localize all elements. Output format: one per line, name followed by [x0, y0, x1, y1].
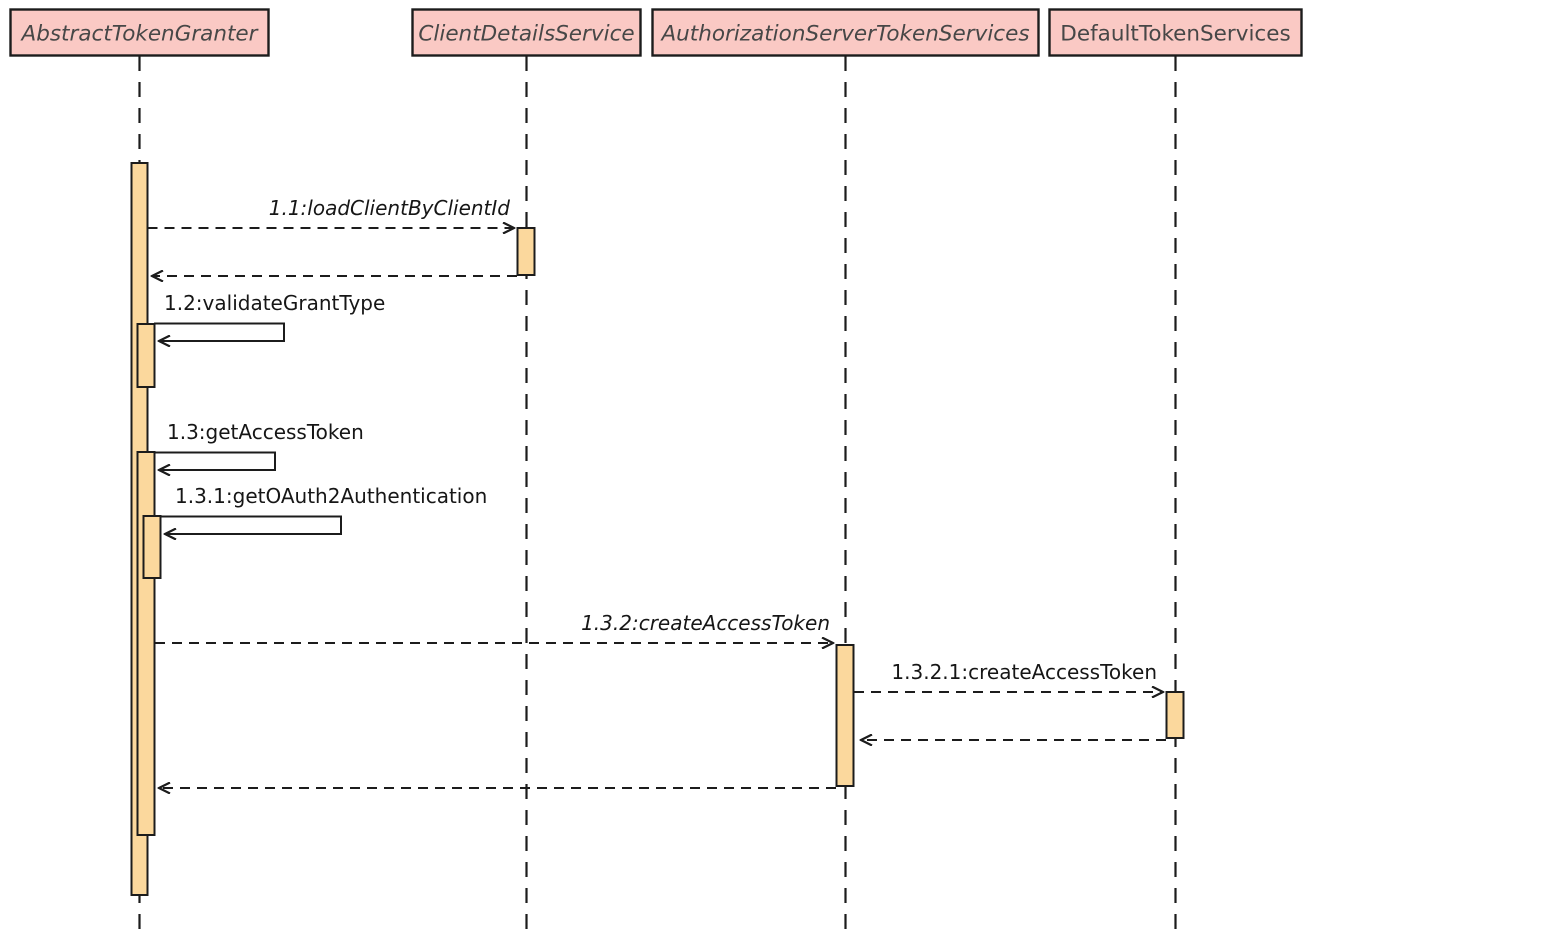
message-label-1-3-2: 1.3.2:createAccessToken: [581, 611, 830, 635]
message-label-1-2: 1.2:validateGrantType: [164, 291, 385, 315]
activation-bar-1-2: [136, 323, 156, 388]
participant-label-clientdetailsservice: ClientDetailsService: [418, 22, 634, 47]
self-call-arrow-1-3: [154, 451, 276, 471]
self-call-arrow-1-2: [154, 322, 285, 342]
participant-label-authorizationservertokenservices: AuthorizationServerTokenServices: [659, 22, 1029, 47]
activation-bar-defaulttokenservices: [1165, 691, 1185, 739]
message-label-1-1: 1.1:loadClientByClientId: [269, 196, 511, 220]
activation-bar-1-3-1: [142, 515, 162, 579]
activation-bar-authorizationservertokenservices: [835, 644, 855, 787]
message-label-1-3-2-1: 1.3.2.1:createAccessToken: [891, 660, 1157, 684]
participant-box-clientdetailsservice: [411, 8, 642, 57]
message-label-1-3: 1.3:getAccessToken: [167, 420, 364, 444]
self-call-arrow-1-3-1: [160, 515, 342, 535]
participant-label-defaulttokenservices: DefaultTokenServices: [1060, 22, 1290, 47]
participant-box-defaulttokenservices: [1048, 8, 1303, 57]
message-label-1-3-1: 1.3.1:getOAuth2Authentication: [175, 484, 487, 508]
participant-box-abstracttokengranter: [9, 8, 270, 57]
activation-bar-clientdetailsservice: [516, 227, 536, 276]
participant-label-abstracttokengranter: AbstractTokenGranter: [20, 22, 259, 47]
activation-bar-1-3: [136, 451, 156, 836]
participant-box-authorizationservertokenservices: [651, 8, 1040, 57]
